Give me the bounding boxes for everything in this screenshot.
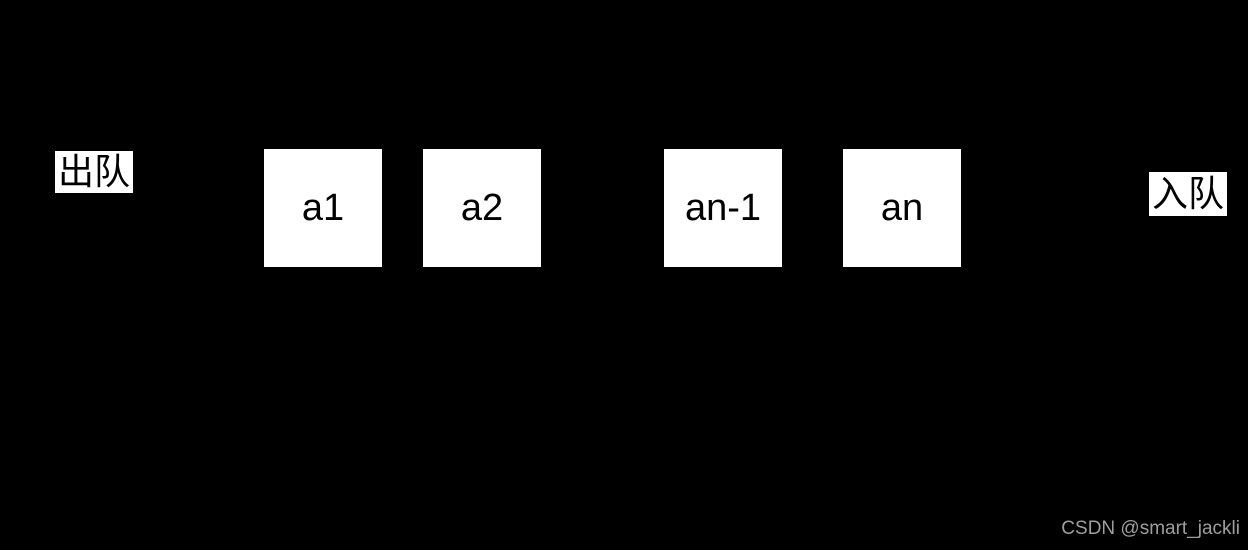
dequeue-label: 出队 [55,151,134,193]
queue-node-a2: a2 [423,149,541,267]
queue-node-label: a1 [301,187,345,229]
queue-node-a1: a1 [264,149,382,267]
queue-node-an-1: an-1 [664,149,782,267]
enqueue-label: 入队 [1149,172,1228,216]
queue-node-label: an-1 [684,187,762,229]
queue-node-label: an [880,187,924,229]
watermark: CSDN @smart_jackli [1061,518,1240,539]
queue-node-label: a2 [460,187,504,229]
queue-node-an: an [843,149,961,267]
